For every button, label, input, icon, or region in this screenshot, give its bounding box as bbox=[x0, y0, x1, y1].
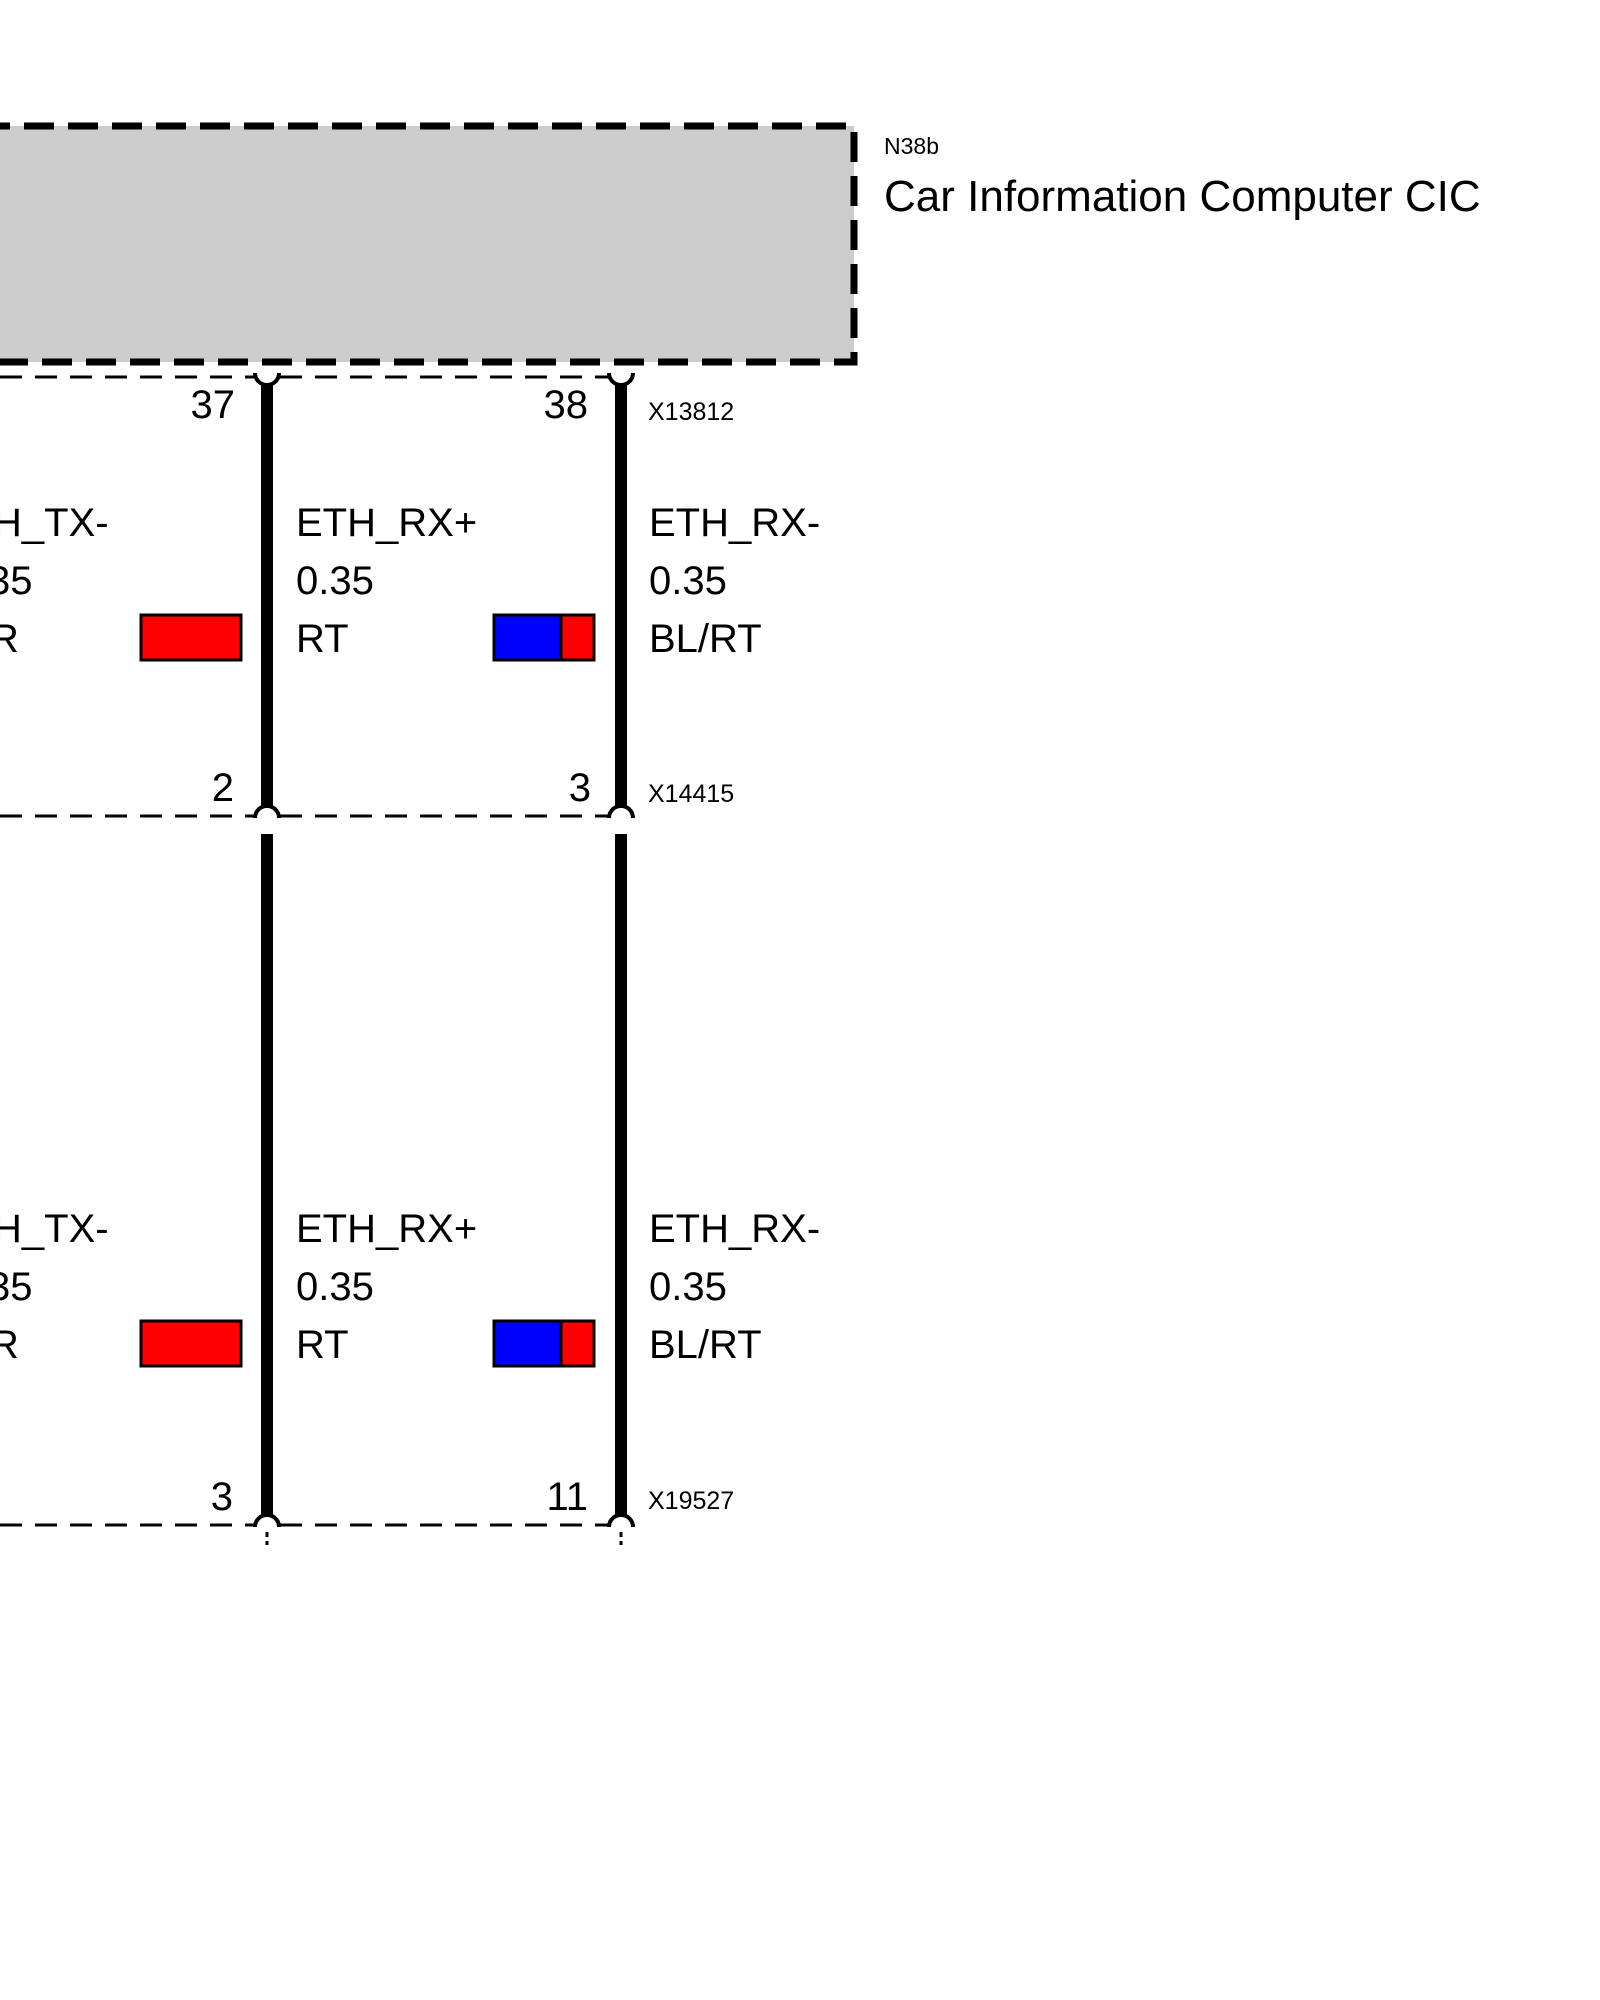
pin-number-37: 37 bbox=[191, 383, 236, 427]
connector-id-x13812: X13812 bbox=[648, 398, 734, 426]
pin-number-2: 2 bbox=[212, 766, 234, 810]
connector-id-x19527: X19527 bbox=[648, 1487, 734, 1515]
wire-size-eth-rx-plus-lower: 0.35 bbox=[296, 1265, 374, 1309]
wire-signal-eth-rx-plus-lower: ETH_RX+ bbox=[296, 1207, 477, 1251]
pin-number-3: 3 bbox=[569, 766, 591, 810]
color-swatch-partial-upper bbox=[139, 613, 243, 662]
pin-terminal-37 bbox=[253, 372, 281, 387]
partial-color-lower: R bbox=[0, 1323, 19, 1367]
pin-terminal-11 bbox=[607, 1513, 635, 1528]
wire-signal-eth-rx-minus-upper: ETH_RX- bbox=[649, 501, 820, 545]
wire-color-eth-rx-minus-lower: BL/RT bbox=[649, 1323, 762, 1367]
partial-signal-upper: H_TX- bbox=[0, 501, 109, 545]
connector-id-x14415: X14415 bbox=[648, 780, 734, 808]
pin-terminal-3a bbox=[607, 804, 635, 819]
pin-terminal-2 bbox=[253, 804, 281, 819]
pin-number-11: 11 bbox=[546, 1475, 588, 1519]
wire-signal-eth-rx-minus-lower: ETH_RX- bbox=[649, 1207, 820, 1251]
color-swatch-eth-rx-plus-lower-stripe bbox=[559, 1319, 596, 1368]
wire-size-eth-rx-plus-upper: 0.35 bbox=[296, 559, 374, 603]
pin-terminal-38 bbox=[607, 372, 635, 387]
component-name: Car Information Computer CIC bbox=[884, 172, 1481, 221]
wire-color-eth-rx-plus-lower: RT bbox=[296, 1323, 349, 1367]
component-code: N38b bbox=[884, 133, 939, 159]
partial-signal-lower: H_TX- bbox=[0, 1207, 109, 1251]
partial-color-upper: R bbox=[0, 617, 19, 661]
wire-size-eth-rx-minus-lower: 0.35 bbox=[649, 1265, 727, 1309]
pin-terminals bbox=[253, 372, 635, 1528]
wire-signal-eth-rx-plus-upper: ETH_RX+ bbox=[296, 501, 477, 545]
wire-color-eth-rx-plus-upper: RT bbox=[296, 617, 349, 661]
partial-size-upper: 35 bbox=[0, 559, 33, 603]
color-swatch-partial-lower bbox=[139, 1319, 243, 1368]
color-swatch-eth-rx-plus-upper-stripe bbox=[559, 613, 596, 662]
pin-terminal-3b bbox=[253, 1513, 281, 1528]
component-box[interactable] bbox=[0, 122, 858, 366]
partial-size-lower: 35 bbox=[0, 1265, 33, 1309]
wire-color-eth-rx-minus-upper: BL/RT bbox=[649, 617, 762, 661]
pin-number-3-lower: 3 bbox=[211, 1475, 233, 1519]
pin-number-38: 38 bbox=[544, 383, 589, 427]
wire-size-eth-rx-minus-upper: 0.35 bbox=[649, 559, 727, 603]
